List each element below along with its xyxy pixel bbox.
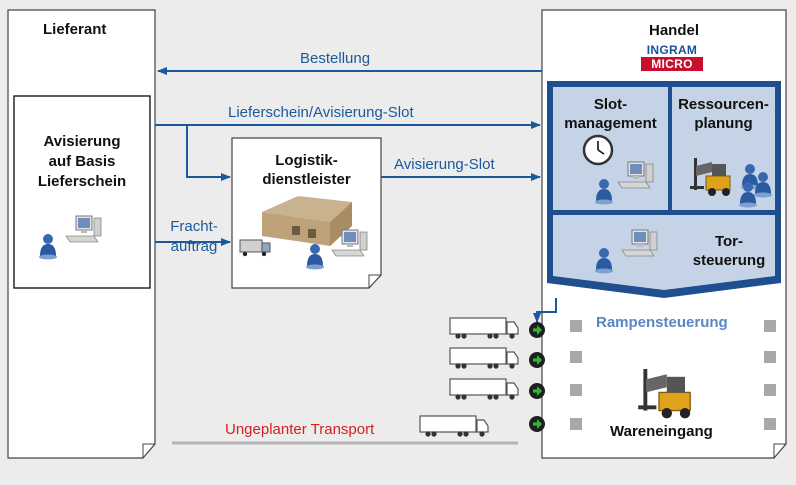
bestellung-label: Bestellung	[300, 50, 371, 67]
warehouse-icon	[262, 196, 352, 246]
dock-markers	[570, 320, 776, 430]
go-arrow-icon	[529, 352, 545, 368]
go-arrow-icon	[529, 322, 545, 338]
truck-small-icon	[239, 239, 271, 257]
slot-management-label: Slot- management	[564, 96, 657, 132]
lieferschein-label: Lieferschein/Avisierung-Slot	[228, 104, 414, 121]
lieferant-box-title: Avisierung auf Basis Lieferschein	[37, 133, 127, 190]
frachtauftrag-label: Fracht- auftrag	[170, 218, 218, 255]
go-arrow-icon	[529, 383, 545, 399]
truck-icon	[449, 347, 519, 370]
avisierung-label: Avisierung-Slot	[394, 156, 495, 173]
lieferant-title: Lieferant	[43, 21, 107, 38]
rampensteuerung-label: Rampensteuerung	[596, 314, 728, 331]
logistik-title: Logistik- dienstleister	[262, 152, 351, 188]
lieferant-box	[13, 95, 151, 289]
truck-icon	[449, 378, 519, 401]
ungeplanter-transport-label: Ungeplanter Transport	[225, 421, 375, 438]
arrow-to-logistik	[186, 125, 231, 181]
clock-icon	[582, 134, 614, 166]
wareneingang-label: Wareneingang	[610, 423, 713, 440]
truck-icon	[449, 317, 519, 340]
ingram-micro-logo: INGRAM MICRO	[641, 43, 703, 71]
tor-steuerung-label: Tor- steuerung	[692, 233, 766, 269]
ressourcen-label: Ressourcen- planung	[678, 96, 769, 132]
truck-icon	[419, 415, 489, 438]
go-arrow-icon	[529, 416, 545, 432]
handel-title: Handel	[649, 22, 700, 39]
arrow-to-rampe	[533, 298, 557, 323]
